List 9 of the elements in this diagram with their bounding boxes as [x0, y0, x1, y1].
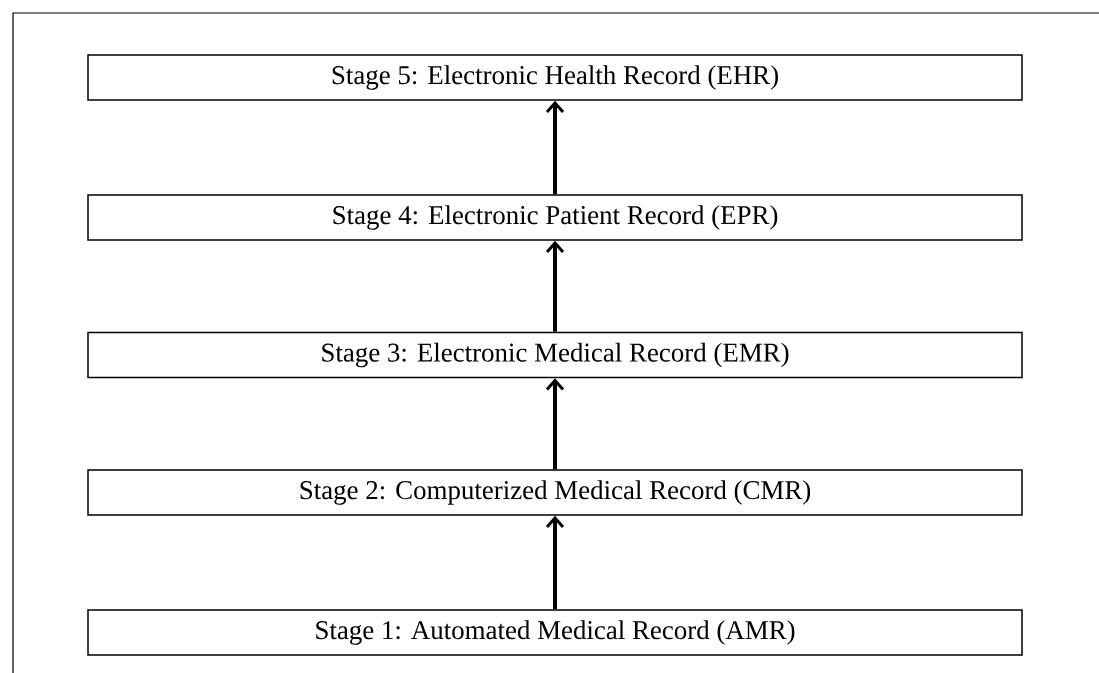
arrow	[545, 240, 565, 332]
arrow	[545, 378, 565, 470]
arrow	[545, 515, 565, 610]
arrow	[545, 100, 565, 195]
stage-box: Stage 2: Computerized Medical Record (CMR)	[87, 469, 1023, 516]
stage-box: Stage 4: Electronic Patient Record (EPR)	[87, 194, 1023, 241]
stage-box: Stage 1: Automated Medical Record (AMR)	[87, 609, 1023, 656]
stage-box: Stage 3: Electronic Medical Record (EMR)	[87, 331, 1023, 379]
stage-box: Stage 5: Electronic Health Record (EHR)	[87, 54, 1023, 101]
